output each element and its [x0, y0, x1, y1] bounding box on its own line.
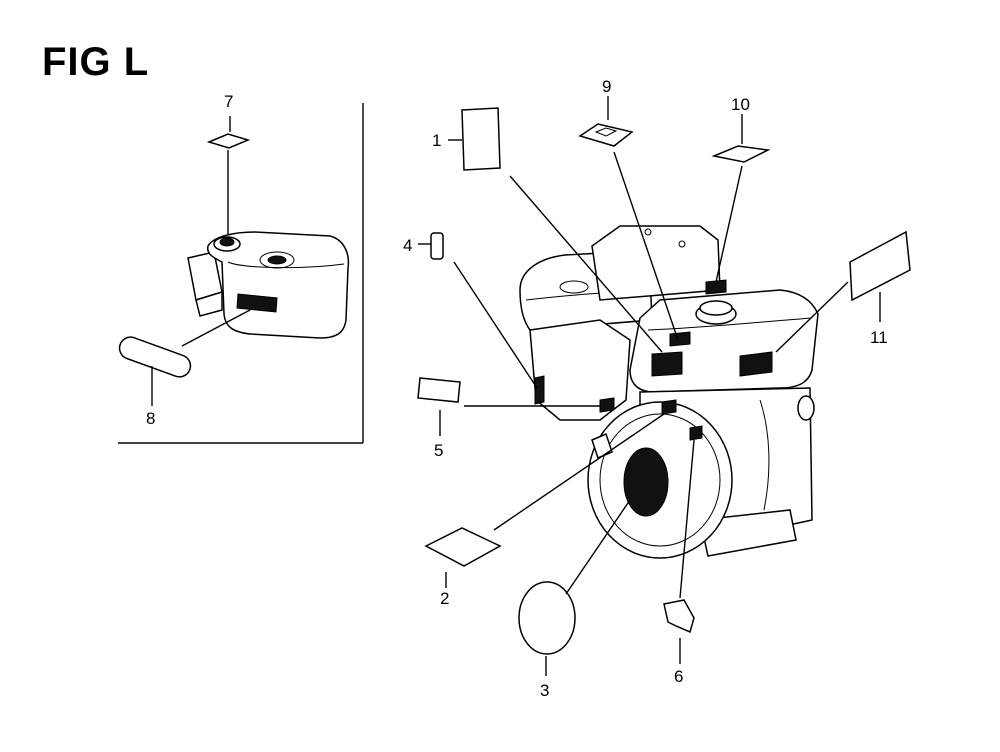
part-1-label-sticker — [448, 107, 663, 353]
callout-3: 3 — [540, 681, 549, 700]
callout-9: 9 — [602, 77, 611, 96]
part-10-label-sticker — [711, 114, 771, 283]
callout-7: 7 — [224, 92, 233, 111]
inset-border — [118, 103, 364, 444]
part-9-label-sticker — [578, 96, 679, 341]
engine-assembly — [519, 225, 819, 559]
inset-fuel-tank — [187, 231, 350, 339]
part-2-label-sticker — [424, 413, 665, 588]
part-5-label-sticker — [417, 377, 600, 436]
callout-8: 8 — [146, 409, 155, 428]
callout-5: 5 — [434, 441, 443, 460]
callout-10: 10 — [731, 95, 750, 114]
callout-2: 2 — [440, 589, 449, 608]
callout-11: 11 — [870, 328, 888, 347]
part-3-label-sticker — [518, 499, 631, 676]
part-7-label-sticker — [206, 116, 251, 234]
callout-6: 6 — [674, 667, 683, 686]
part-6-label-sticker — [663, 439, 695, 664]
callout-4: 4 — [403, 236, 412, 255]
part-11-label-sticker — [775, 230, 911, 353]
part-8-label-sticker — [118, 309, 251, 406]
part-4-label-sticker — [418, 232, 538, 389]
callout-1: 1 — [432, 131, 441, 150]
figure-title: FIG L — [42, 40, 150, 84]
